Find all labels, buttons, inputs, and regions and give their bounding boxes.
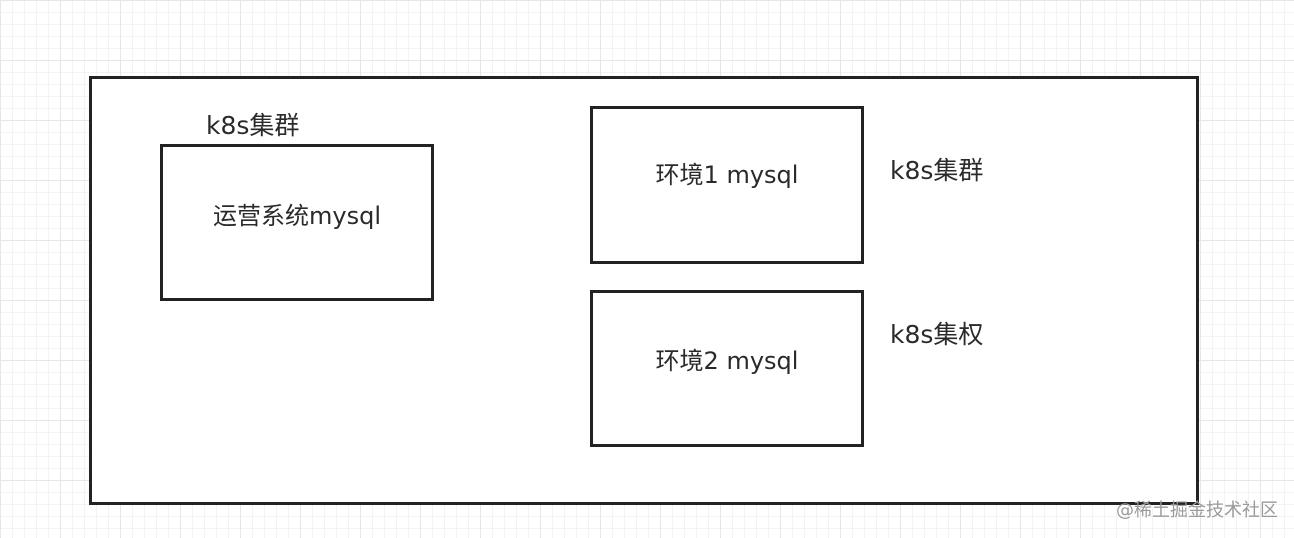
watermark: @稀土掘金技术社区 bbox=[1116, 500, 1278, 521]
cluster-label-env1: k8s集群 bbox=[890, 156, 984, 185]
node-env1-mysql: 环境1 mysql bbox=[590, 106, 864, 264]
node-env1-mysql-label: 环境1 mysql bbox=[655, 160, 799, 189]
node-ops-mysql: 运营系统mysql bbox=[160, 144, 434, 301]
cluster-label-env2: k8s集权 bbox=[890, 320, 984, 349]
cluster-label-ops: k8s集群 bbox=[206, 111, 300, 140]
node-env2-mysql: 环境2 mysql bbox=[590, 290, 864, 447]
node-ops-mysql-label: 运营系统mysql bbox=[213, 202, 381, 230]
node-env2-mysql-label: 环境2 mysql bbox=[655, 347, 799, 375]
